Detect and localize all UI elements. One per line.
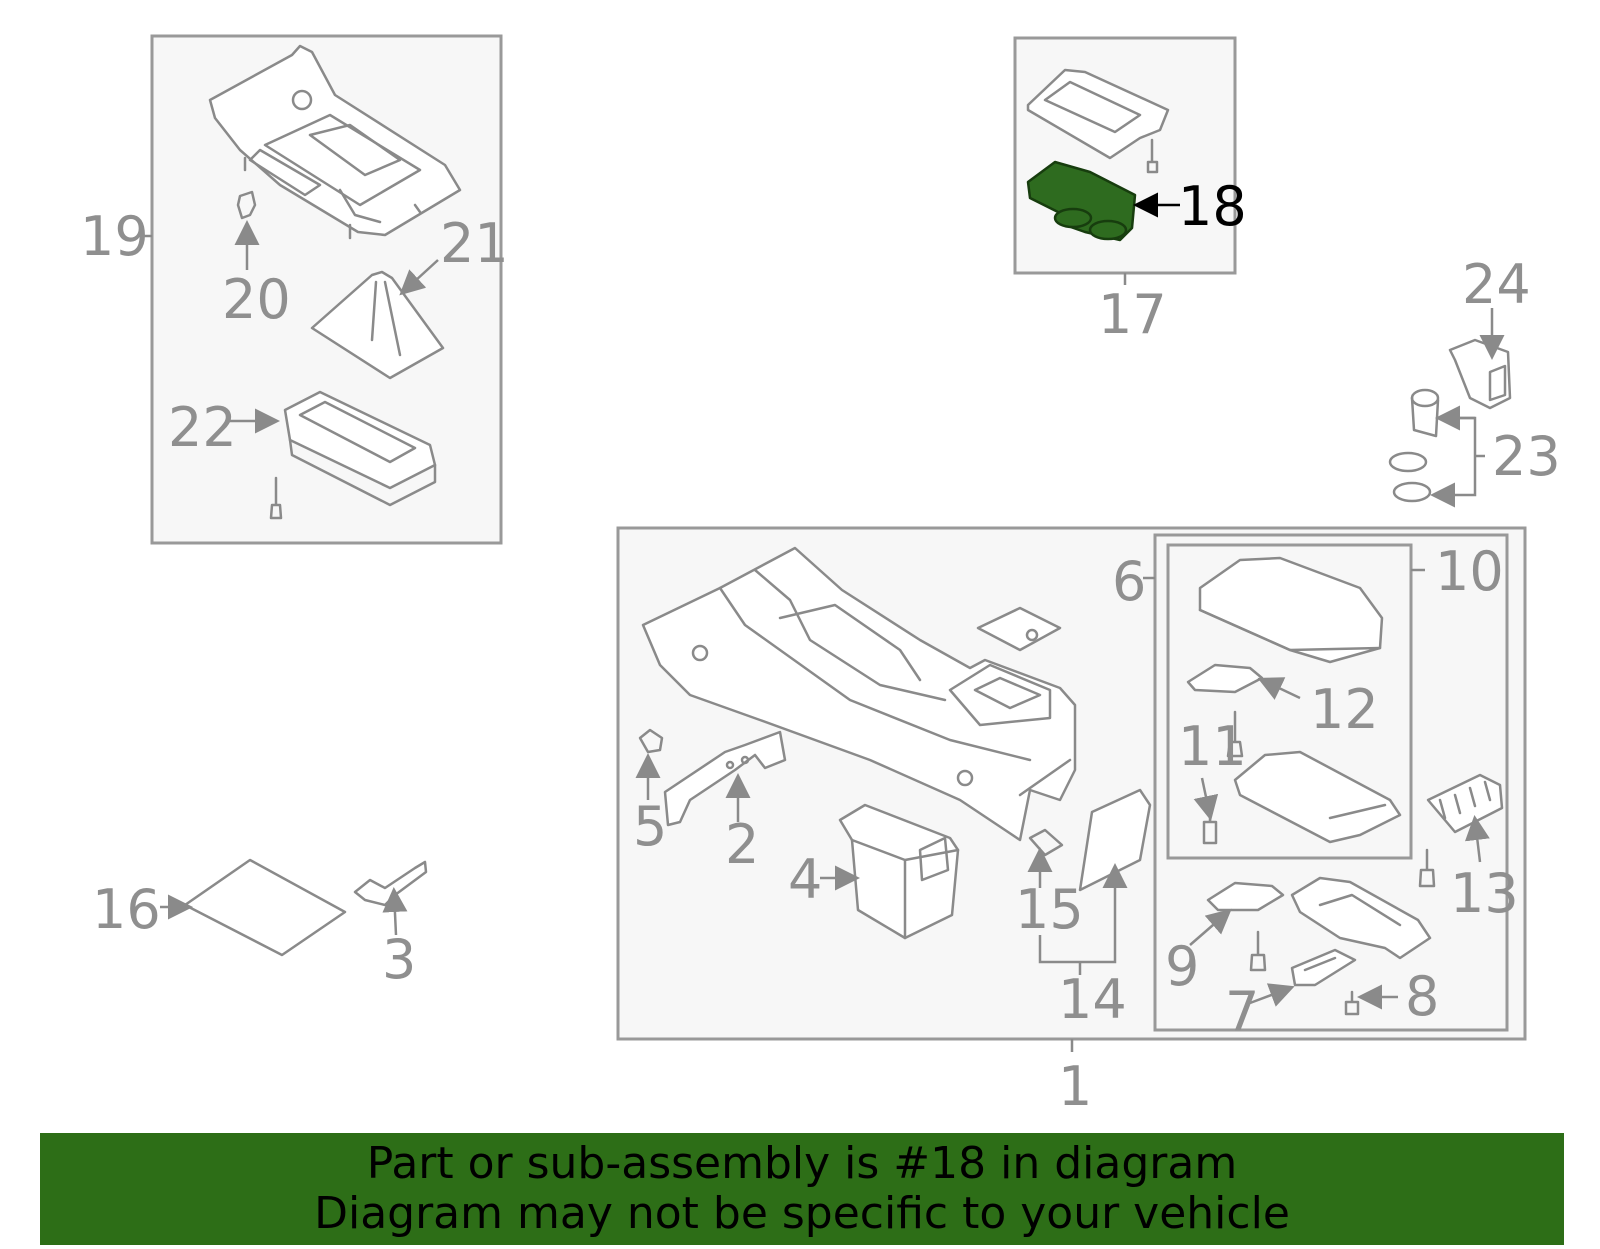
part-pad[interactable] <box>976 606 1062 652</box>
part-10-armrest-lid[interactable] <box>1198 556 1384 664</box>
callout-14: 14 <box>1058 968 1127 1031</box>
part-armrest-base[interactable] <box>1233 750 1402 844</box>
callout-6: 6 <box>1112 550 1146 613</box>
callout-7: 7 <box>1225 980 1259 1043</box>
part-lower-tray[interactable] <box>1290 876 1432 960</box>
callout-17: 17 <box>1098 283 1167 346</box>
part-18-cup-holder[interactable] <box>1026 160 1137 242</box>
part-8-screw[interactable] <box>1344 990 1360 1016</box>
part-2-bracket[interactable] <box>663 730 787 827</box>
part-23-power-outlet-upper[interactable] <box>1410 388 1440 438</box>
part-20-clip[interactable] <box>236 190 257 220</box>
callout-16: 16 <box>92 878 161 941</box>
callout-2: 2 <box>725 813 759 876</box>
part-3-bracket[interactable] <box>353 860 428 907</box>
callout-4: 4 <box>788 848 822 911</box>
callout-12: 12 <box>1310 678 1379 741</box>
callout-23: 23 <box>1492 425 1561 488</box>
callout-22: 22 <box>168 396 237 459</box>
part-4-storage-bin[interactable] <box>838 803 960 940</box>
callout-19: 19 <box>80 205 149 268</box>
screw-icon <box>269 476 283 520</box>
part-19-console-trim[interactable] <box>208 44 462 240</box>
info-banner: Part or sub-assembly is #18 in diagram D… <box>40 1133 1564 1245</box>
callout-24: 24 <box>1462 253 1531 316</box>
callout-3: 3 <box>382 928 416 991</box>
screw-icon <box>1418 848 1436 888</box>
callout-14-bracket <box>1038 863 1128 975</box>
callout-1: 1 <box>1058 1055 1092 1118</box>
group-box-17 <box>1013 36 1237 285</box>
callout-13: 13 <box>1450 862 1519 925</box>
part-17-cup-holder-cover[interactable] <box>1026 68 1170 174</box>
callout-10: 10 <box>1435 540 1504 603</box>
part-23-power-outlet-lower[interactable] <box>1388 451 1432 503</box>
part-16-mat[interactable] <box>183 858 347 957</box>
part-22-indicator-panel[interactable] <box>283 390 437 507</box>
callout-23-bracket <box>1430 405 1485 508</box>
part-13-vent[interactable] <box>1426 773 1504 834</box>
callout-21: 21 <box>440 212 509 275</box>
callout-15: 15 <box>1015 878 1084 941</box>
callout-11: 11 <box>1178 715 1247 778</box>
callout-5: 5 <box>633 795 667 858</box>
callout-20: 20 <box>222 268 291 331</box>
part-1-console[interactable] <box>641 546 1077 842</box>
banner-line-part: Part or sub-assembly is #18 in diagram <box>366 1138 1238 1189</box>
part-21-shift-boot[interactable] <box>310 270 445 380</box>
callout-labels: 19 20 21 22 17 18 24 23 6 10 12 11 5 2 4… <box>80 175 1561 1118</box>
callout-18: 18 <box>1178 175 1247 238</box>
callout-9: 9 <box>1165 935 1199 998</box>
screw-icon <box>1249 930 1267 972</box>
part-24-switch[interactable] <box>1448 338 1512 410</box>
part-7-switch-panel[interactable] <box>1290 948 1357 987</box>
part-5-clip[interactable] <box>638 728 664 754</box>
part-14-side-panel[interactable] <box>1078 788 1152 892</box>
callout-8: 8 <box>1405 965 1439 1028</box>
banner-line-disclaimer: Diagram may not be specific to your vehi… <box>314 1188 1290 1239</box>
